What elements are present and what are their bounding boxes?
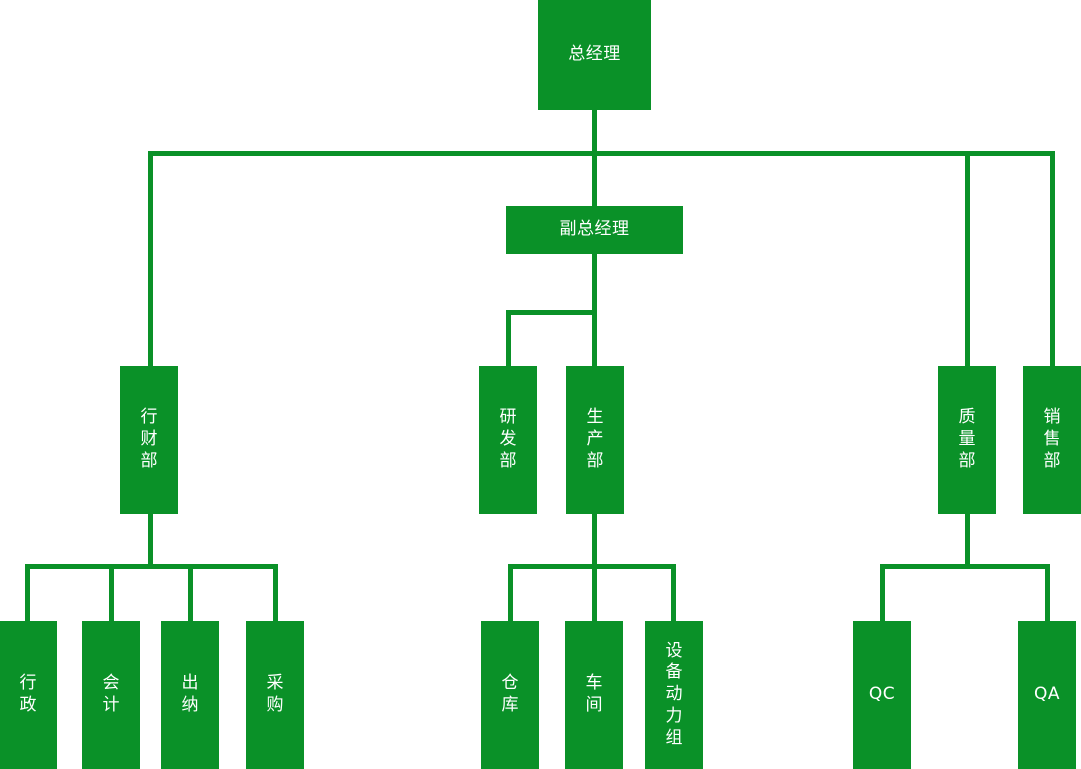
node-quality-dept[interactable]: 质量部 xyxy=(938,366,996,514)
node-warehouse[interactable]: 仓库 xyxy=(481,621,539,769)
node-label-qa: QA xyxy=(1033,684,1060,705)
connector-drop-sales xyxy=(1050,151,1055,369)
node-label-equipment-power-group: 设备动力组 xyxy=(665,640,683,748)
connector-drop-accounting xyxy=(109,564,114,622)
connector-gm-stem xyxy=(592,110,597,156)
node-administration[interactable]: 行政 xyxy=(0,621,57,769)
connector-drop-workshop xyxy=(592,564,597,622)
node-deputy-general-manager[interactable]: 副总经理 xyxy=(506,206,683,254)
connector-drop-qa xyxy=(1045,564,1050,622)
node-label-purchasing: 采购 xyxy=(266,673,284,715)
connector-drop-purchasing xyxy=(273,564,278,622)
node-label-qc: QC xyxy=(868,684,896,705)
connector-drop-rd xyxy=(506,310,511,369)
node-accounting[interactable]: 会计 xyxy=(82,621,140,769)
node-production-dept[interactable]: 生产部 xyxy=(566,366,624,514)
connector-drop-administration xyxy=(25,564,30,622)
connector-drop-qc xyxy=(880,564,885,622)
node-label-quality-dept: 质量部 xyxy=(958,407,976,471)
node-label-warehouse: 仓库 xyxy=(501,673,519,715)
node-label-general-manager: 总经理 xyxy=(568,44,621,65)
node-label-accounting: 会计 xyxy=(102,673,120,715)
node-label-workshop: 车间 xyxy=(585,673,603,715)
node-label-sales-dept: 销售部 xyxy=(1043,407,1061,471)
connector-drop-equipment-power xyxy=(671,564,676,622)
node-qa[interactable]: QA xyxy=(1018,621,1076,769)
node-label-deputy-general-manager: 副总经理 xyxy=(559,219,630,240)
node-label-rd-dept: 研发部 xyxy=(499,407,517,471)
connector-quality-bus xyxy=(880,564,1050,569)
node-purchasing[interactable]: 采购 xyxy=(246,621,304,769)
connector-production-stem xyxy=(592,513,597,567)
node-label-cashier: 出纳 xyxy=(181,673,199,715)
node-admin-finance-dept[interactable]: 行财部 xyxy=(120,366,178,514)
connector-deputy-branch-bus xyxy=(506,310,597,315)
node-rd-dept[interactable]: 研发部 xyxy=(479,366,537,514)
connector-drop-deputy-gm xyxy=(592,151,597,206)
node-equipment-power-group[interactable]: 设备动力组 xyxy=(645,621,703,769)
node-sales-dept[interactable]: 销售部 xyxy=(1023,366,1081,514)
node-label-production-dept: 生产部 xyxy=(586,407,604,471)
connector-admin-finance-bus xyxy=(25,564,278,569)
node-cashier[interactable]: 出纳 xyxy=(161,621,219,769)
connector-quality-stem xyxy=(965,513,970,567)
connector-admin-finance-stem xyxy=(148,513,153,567)
connector-drop-admin-finance xyxy=(148,151,153,369)
connector-level2-bus xyxy=(148,151,1055,156)
connector-drop-quality xyxy=(965,151,970,369)
node-qc[interactable]: QC xyxy=(853,621,911,769)
connector-drop-cashier xyxy=(188,564,193,622)
node-general-manager[interactable]: 总经理 xyxy=(538,0,651,110)
connector-drop-warehouse xyxy=(508,564,513,622)
node-label-admin-finance-dept: 行财部 xyxy=(140,407,158,471)
node-label-administration: 行政 xyxy=(19,673,37,715)
node-workshop[interactable]: 车间 xyxy=(565,621,623,769)
